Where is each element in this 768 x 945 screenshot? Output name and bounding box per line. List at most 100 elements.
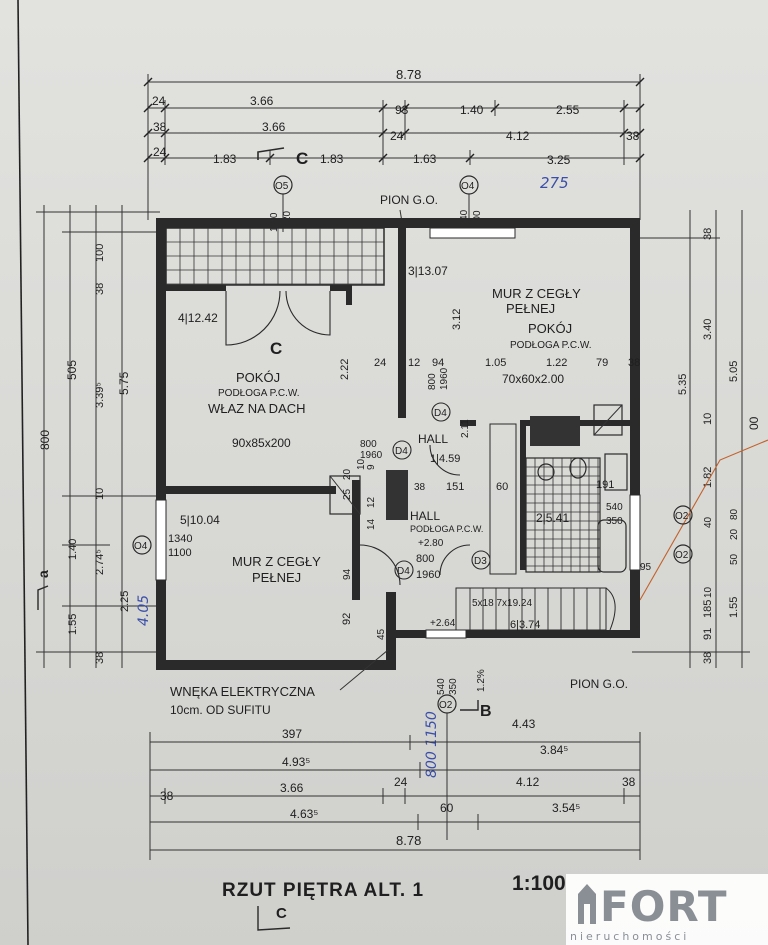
door-a-h: 1960 [360, 450, 383, 461]
dim-bottom-r3-1: 38 [160, 789, 174, 803]
door-b-w: 800 [416, 553, 434, 565]
window-o5-dim-b: 20 [282, 210, 293, 222]
axis-o4-top-label: O4 [461, 181, 475, 192]
dim-right-91: 91 [702, 628, 714, 640]
dim-left-140: 1.40 [67, 539, 79, 560]
door-b-h: 1960 [416, 569, 440, 581]
dim-top-r3-5: 38 [626, 129, 640, 143]
dim-right-20: 20 [729, 528, 740, 540]
window-top [429, 227, 516, 239]
window-left-dim1: 1340 [168, 533, 192, 545]
wlaz-na-dach: WŁAZ NA DACH [208, 401, 306, 416]
inner-dim-92: 92 [341, 613, 353, 625]
section-c-bottom-arrow [257, 906, 291, 931]
pokoj-right: POKÓJ [528, 321, 572, 336]
pion-go-bottom: PION G.O. [570, 677, 628, 691]
section-mark-c-room: C [270, 339, 282, 358]
axis-marker-o2-right2 [673, 544, 693, 564]
window-left [155, 499, 167, 581]
pokoj-left: POKÓJ [236, 370, 280, 385]
dim-right-50: 50 [729, 553, 740, 565]
dim-top-r2-3: 93 [395, 103, 409, 117]
dim-left-10: 10 [94, 488, 106, 500]
hall-top: HALL [418, 432, 448, 446]
handwritten-orange-line [639, 439, 768, 601]
dim-left-155: 1.55 [67, 614, 79, 635]
axis-o4-left-label: O4 [134, 541, 148, 552]
dim-right-38b: 38 [702, 652, 714, 664]
window-right [629, 494, 641, 571]
podloga-left: PODŁOGA P.C.W. [218, 388, 300, 399]
inner-dim-94: 94 [432, 357, 444, 369]
dim-bottom-r1-1: 397 [282, 727, 302, 741]
dim-right-185: 185 [702, 600, 714, 618]
section-mark-c-top: C [296, 149, 308, 168]
dim-top-r2-4: 1.40 [460, 103, 484, 117]
margin-line [17, 0, 29, 945]
inner-dim-25: 25 [342, 488, 353, 500]
handwritten-275: 275 [540, 174, 569, 192]
dim-bottom-r4-3: 3.54⁵ [552, 801, 580, 815]
inner-dim-14: 14 [366, 518, 377, 530]
axis-marker-o2-right1 [673, 505, 693, 525]
door-tag-d3 [471, 550, 491, 570]
axis-marker-o4-left [132, 535, 152, 555]
dim-top-r4-1: 24 [153, 145, 167, 159]
left-dimension-lines [36, 205, 160, 668]
mur-bottom-1: MUR Z CEGŁY [232, 554, 321, 569]
inner-dim-105: 1.05 [485, 357, 506, 369]
dim-left-100: 100 [94, 244, 106, 262]
window-left-dim2: 1100 [168, 547, 192, 559]
hall-label: HALL [410, 509, 440, 523]
dim-bottom-r3-5: 38 [622, 775, 636, 789]
door-tag-d4b [431, 402, 451, 422]
inner-dim-10: 10 [356, 458, 367, 470]
dim-left-2745: 2.74⁵ [94, 549, 106, 575]
inner-dim-95: 95 [640, 562, 652, 573]
top-dimension-ticks [143, 77, 645, 163]
inner-dim-12: 12 [408, 357, 420, 369]
dim-right-340: 3.40 [702, 319, 714, 340]
wneka-elektryczna: WNĘKA ELEKTRYCZNA [170, 684, 315, 699]
wneka-leader [339, 649, 389, 691]
mur-top-2: PEŁNEJ [506, 301, 555, 316]
section-a-arrow [37, 585, 49, 610]
chimney-box [329, 475, 361, 515]
mur-top-1: MUR Z CEGŁY [492, 286, 581, 301]
inner-dim-79: 79 [596, 357, 608, 369]
stairs-level: +2.64 [430, 618, 456, 629]
window-right-size: 70x60x2.00 [502, 372, 564, 386]
dim-right-155: 1.55 [728, 597, 740, 618]
inner-dim-540: 540 [606, 502, 623, 513]
dim-top-r4-2: 1.83 [213, 152, 237, 166]
axis-o2-right1-label: O2 [675, 511, 689, 522]
handwritten-800-1150: 800 1150 [424, 711, 440, 778]
hall-level: +2.80 [418, 538, 444, 549]
inner-dim-122: 1.22 [546, 357, 567, 369]
drawing-scale: 1:100 [512, 872, 566, 895]
bathroom-fixtures [386, 404, 628, 575]
dim-bottom-r2-1: 4.93⁵ [282, 755, 310, 769]
dim-right-505: 5.05 [728, 361, 740, 382]
window-bottom [425, 629, 467, 639]
dim-right-182: 1.82 [702, 467, 714, 488]
dim-top-r4-5: 1.63 [413, 152, 437, 166]
dim-bottom-r4-1: 4.63⁵ [290, 807, 318, 821]
inner-dim-94b: 94 [342, 568, 353, 580]
dim-right-10: 10 [702, 413, 714, 425]
door-tag-d4a [392, 440, 412, 460]
bath-code: 2|5.41 [536, 511, 569, 525]
wneka-sufit: 10cm. OD SUFITU [170, 703, 271, 717]
bathroom-tiles [525, 457, 601, 573]
door-tag-d4b-label: D4 [434, 408, 447, 419]
dim-top-r2-2: 3.66 [250, 94, 274, 108]
door-tag-d4a-label: D4 [395, 446, 408, 457]
dim-right-38: 38 [702, 228, 714, 240]
dim-left-800: 800 [38, 430, 52, 450]
stairs-steps: 5x18 7x19.24 [472, 598, 532, 609]
dim-top-r3-1: 38 [153, 120, 167, 134]
room5-code: 5|10.04 [180, 513, 220, 527]
balcony-tiles [165, 227, 385, 286]
